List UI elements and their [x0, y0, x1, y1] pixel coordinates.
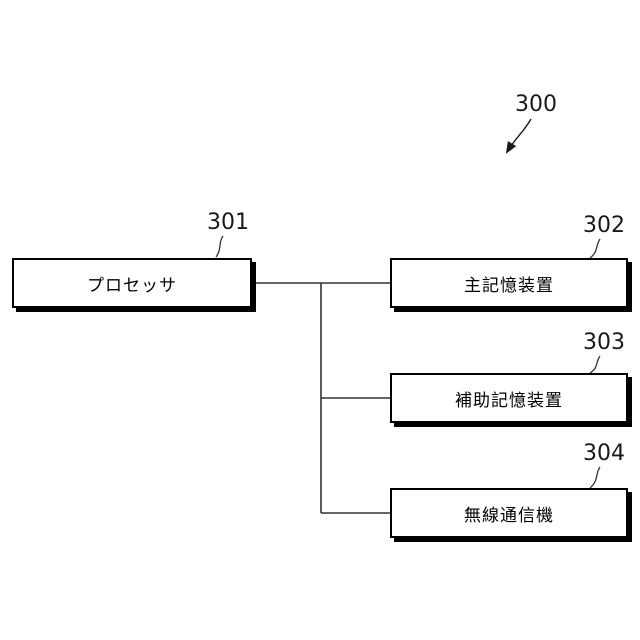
leader-302 [589, 238, 601, 259]
block-auxiliary-memory-label: 補助記憶装置 [455, 390, 563, 411]
leader-304 [589, 466, 601, 489]
block-processor-label: プロセッサ [87, 275, 177, 296]
block-main-memory-label: 主記憶装置 [464, 275, 554, 296]
block-auxiliary-memory: 補助記憶装置 [390, 373, 628, 423]
ref-number-auxiliary-memory: 303 [583, 330, 625, 355]
ref-number-wireless: 304 [583, 441, 625, 466]
leader-301 [215, 235, 224, 258]
block-main-memory: 主記憶装置 [390, 258, 628, 308]
ref-number-processor: 301 [207, 210, 249, 235]
block-processor: プロセッサ [12, 258, 252, 308]
block-wireless-communicator: 無線通信機 [390, 488, 628, 538]
figure-reference-arrow [505, 118, 532, 154]
leader-303 [589, 355, 601, 374]
block-wireless-communicator-label: 無線通信機 [464, 505, 554, 526]
figure-reference-number: 300 [515, 92, 557, 117]
ref-number-main-memory: 302 [583, 213, 625, 238]
